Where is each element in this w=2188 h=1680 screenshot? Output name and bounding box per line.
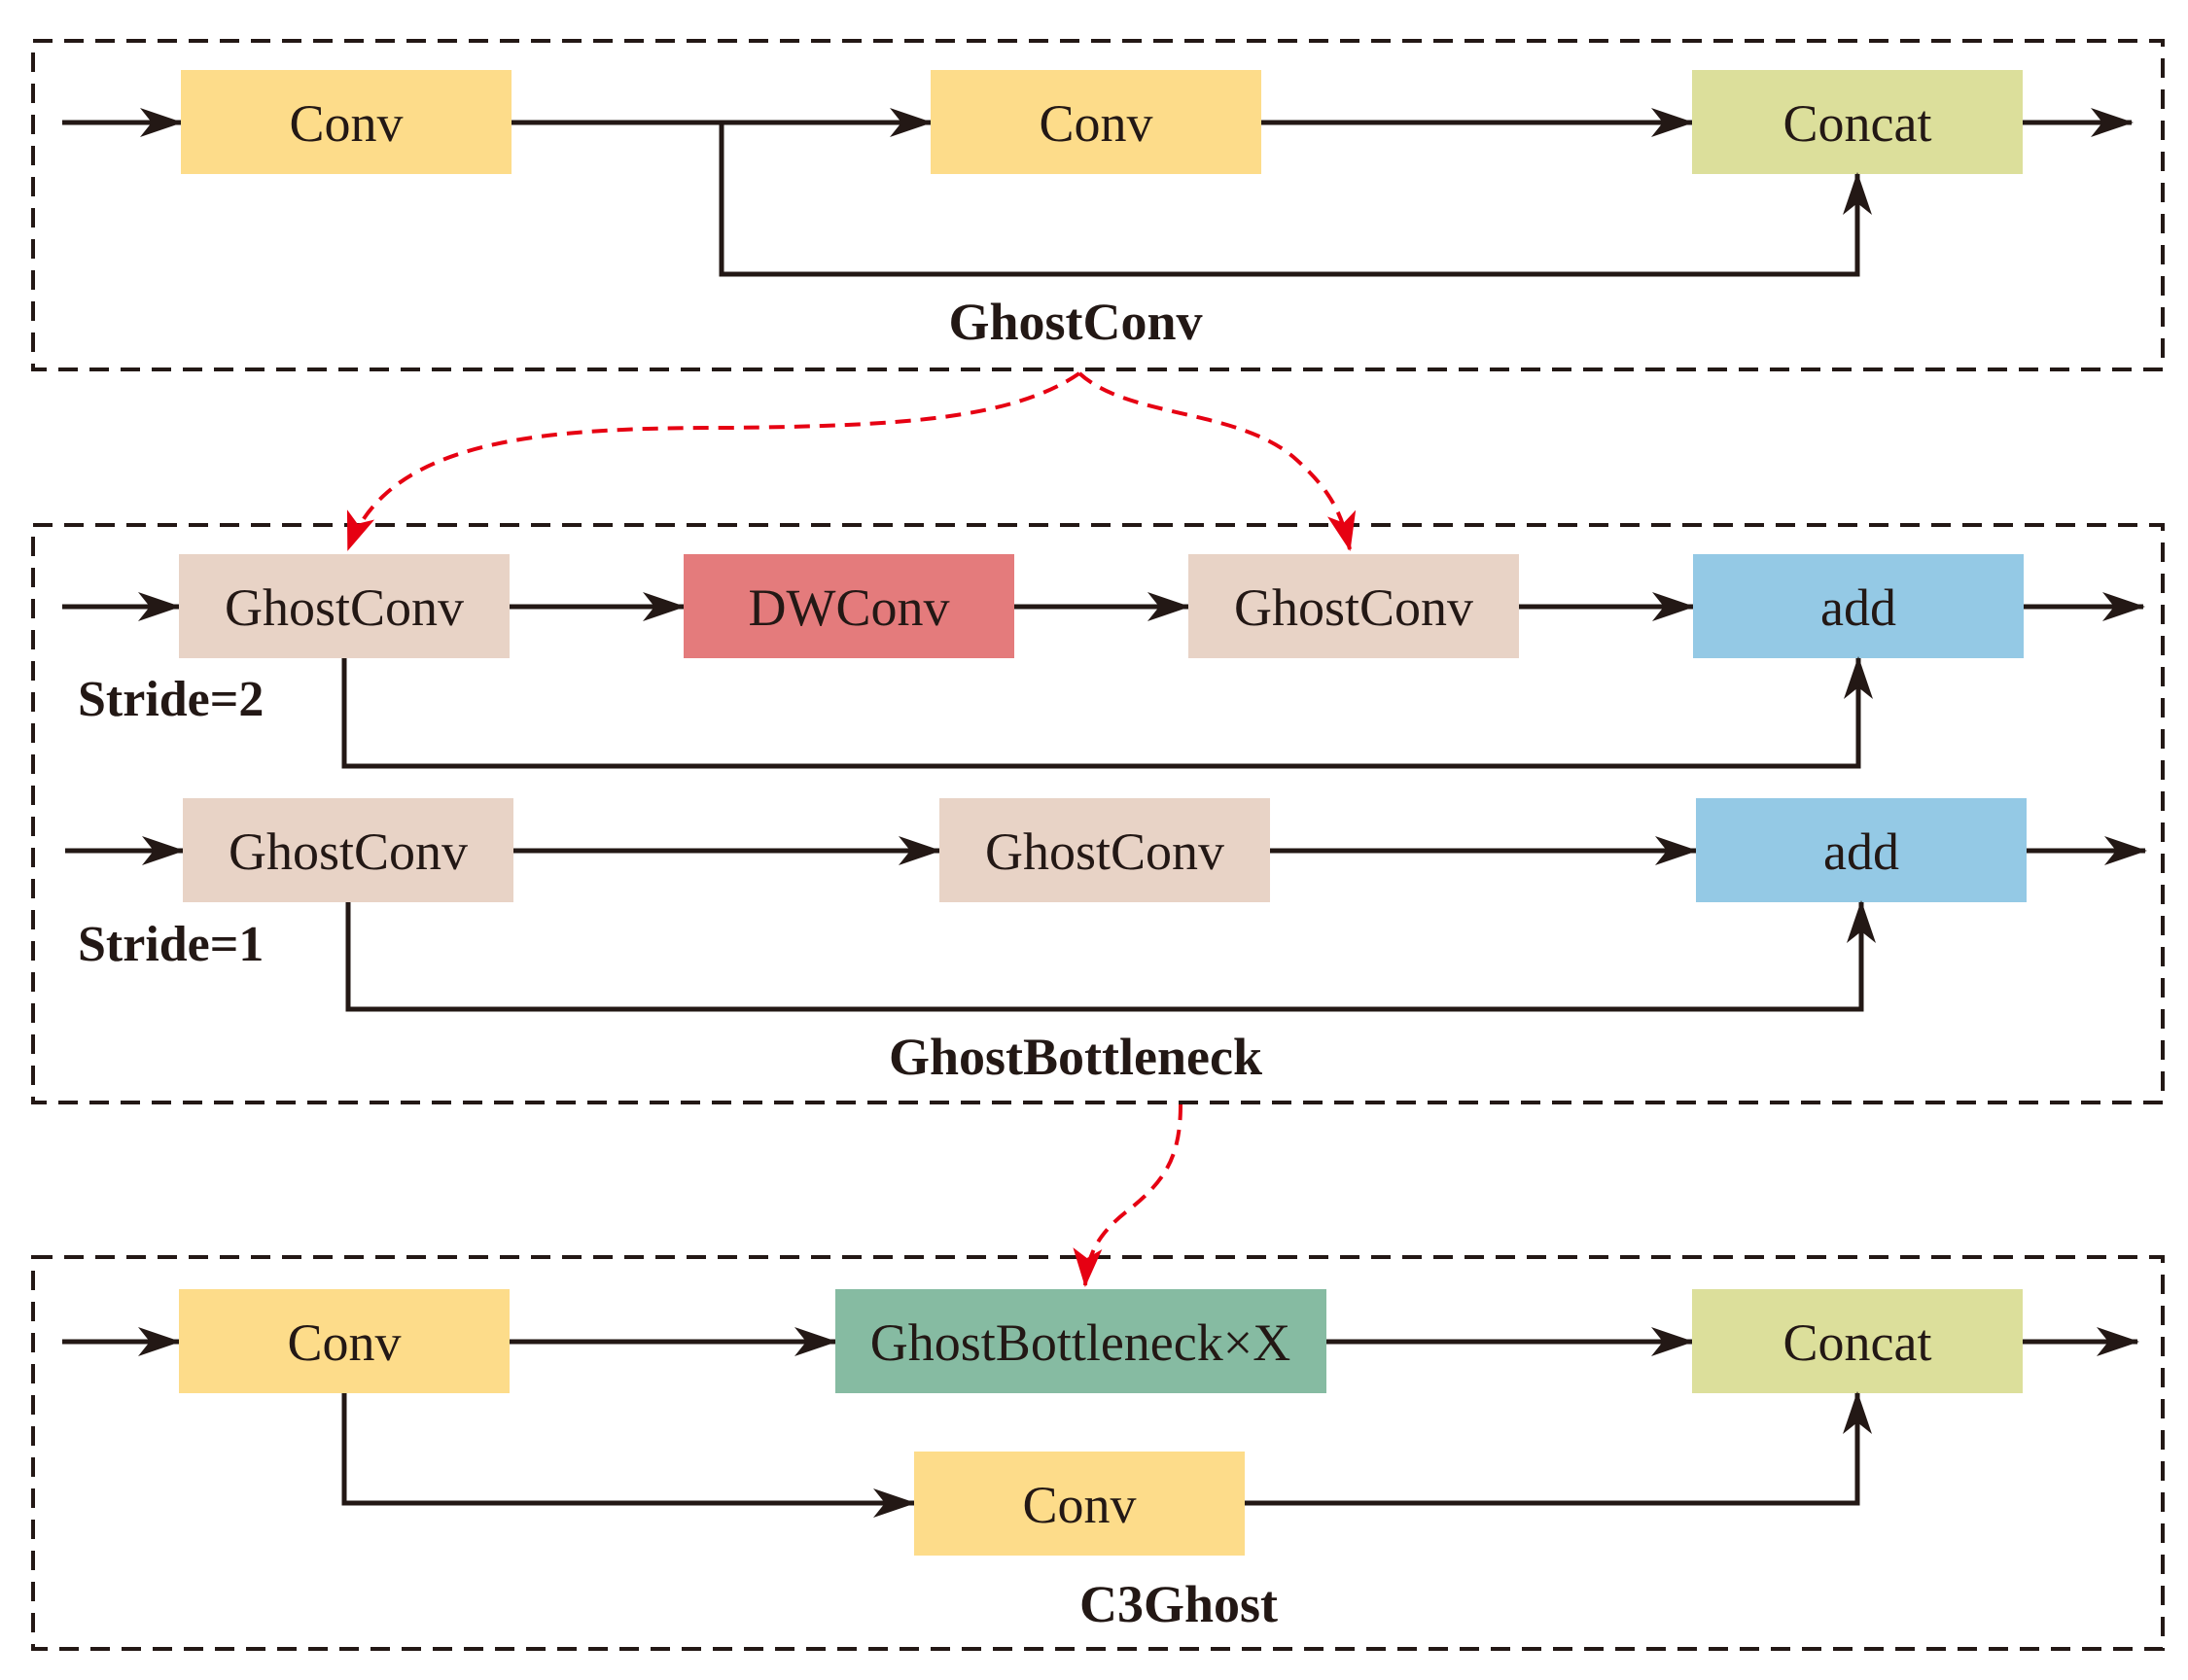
conv-to-conv-branch-arrow-icon — [341, 1393, 916, 1518]
conv-block-1 — [181, 70, 512, 174]
stride1-add-block-label: add — [1823, 822, 1899, 881]
dwconv-block — [684, 554, 1014, 658]
conv-block-1-label: Conv — [289, 94, 403, 153]
c3ghost-conv-block-2 — [914, 1452, 1245, 1556]
conv-to-concat-branch-arrow-icon — [1245, 1391, 1872, 1506]
ghostconv-module-frame — [31, 39, 2165, 371]
stride2-ghostconv-block-1 — [179, 554, 510, 658]
stride2-ghostconv-block-1-label: GhostConv — [225, 578, 464, 637]
concat-block-label: Concat — [1783, 94, 1932, 153]
stride2-shortcut-arrow-icon — [341, 656, 1873, 769]
c3ghost-module: Conv GhostBottleneck×X Concat Conv C3Gho… — [62, 1289, 2139, 1633]
stride1-ghostconv-block-1 — [183, 798, 513, 902]
stride2-ghostconv-block-2 — [1188, 554, 1519, 658]
ghostbottleneck-module-frame — [31, 523, 2165, 1104]
stride1-ghostconv-block-2 — [939, 798, 1270, 902]
c3ghost-concat-block — [1692, 1289, 2023, 1393]
stride1-add-block — [1696, 798, 2027, 902]
stride2-label: Stride=2 — [78, 672, 264, 727]
stride2-add-block-label: add — [1820, 578, 1896, 637]
ghostconv-to-ghostbottleneck-right-link-icon — [1077, 371, 1357, 551]
ghostconv-module-title: GhostConv — [948, 293, 1202, 351]
ghostconv-module: Conv Conv Concat GhostConv — [62, 70, 2134, 351]
stride1-ghostconv-block-2-label: GhostConv — [985, 822, 1224, 881]
c3ghost-conv-block-1-label: Conv — [287, 1313, 401, 1372]
dwconv-block-label: DWConv — [749, 578, 950, 637]
conv-block-2-label: Conv — [1039, 94, 1152, 153]
concat-block — [1692, 70, 2023, 174]
stride1-ghostconv-block-1-label: GhostConv — [229, 822, 468, 881]
ghostbottleneck-to-c3ghost-link-icon — [1073, 1103, 1182, 1287]
ghostbottleneck-module-title: GhostBottleneck — [889, 1028, 1262, 1086]
c3ghost-concat-block-label: Concat — [1783, 1313, 1932, 1372]
c3ghost-conv-block-2-label: Conv — [1022, 1476, 1136, 1534]
skip-connection-arrow-icon — [719, 122, 1872, 277]
c3ghost-module-title: C3Ghost — [1079, 1575, 1278, 1633]
stride2-add-block — [1693, 554, 2024, 658]
ghostbottleneck-module: GhostConv DWConv GhostConv add Stride=2 … — [62, 554, 2147, 1086]
ghostconv-to-ghostbottleneck-left-link-icon — [346, 371, 1081, 551]
c3ghost-conv-block-1 — [179, 1289, 510, 1393]
stride1-shortcut-arrow-icon — [345, 900, 1876, 1012]
stride1-label: Stride=1 — [78, 917, 264, 972]
conv-block-2 — [931, 70, 1261, 174]
stride2-ghostconv-block-2-label: GhostConv — [1234, 578, 1473, 637]
ghostbottleneck-x-block-label: GhostBottleneck×X — [870, 1313, 1290, 1372]
ghostbottleneck-x-block — [835, 1289, 1326, 1393]
